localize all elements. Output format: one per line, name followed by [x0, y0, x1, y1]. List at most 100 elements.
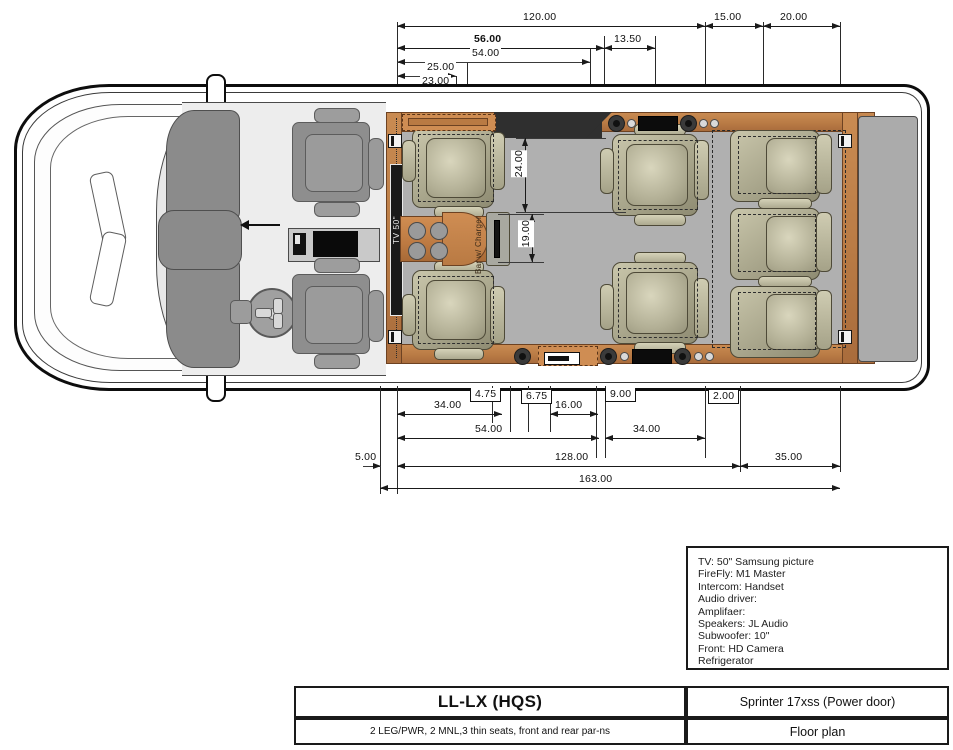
- dimension-label-9: 9.00: [605, 388, 637, 402]
- cab-partition-lower: [166, 256, 240, 368]
- dash-display: [313, 231, 358, 257]
- dimension-line-54b: [397, 438, 599, 439]
- seat-envelope: [738, 136, 816, 194]
- dimension-label-54-top: 54.00: [470, 47, 502, 59]
- seat-base: [314, 202, 360, 217]
- armrest: [368, 290, 384, 342]
- charger-slot: [494, 220, 500, 258]
- arrow-head: [528, 254, 535, 262]
- upper-dark-panel: [494, 112, 602, 138]
- title-block-chassis: Sprinter 17xss (Power door): [686, 686, 949, 718]
- top-dimension-block: 120.00 15.00 20.00 56.00 13.50 54.00 25.…: [0, 0, 953, 110]
- ext-line: [590, 48, 591, 110]
- dimension-line-15: [705, 26, 763, 27]
- title-block-model-name: LL-LX (HQS): [294, 686, 686, 718]
- arrow-head: [763, 22, 771, 29]
- dash-gauge-cluster: [293, 233, 306, 255]
- seat-travel-envelope: [418, 276, 494, 344]
- dimension-line-35: [740, 466, 840, 467]
- seat-travel-envelope: [618, 140, 698, 210]
- rear-door-latch-lower: [838, 330, 852, 344]
- ext-line: [840, 22, 841, 110]
- seat-travel-envelope: [418, 134, 494, 202]
- dimension-line-128: [397, 466, 740, 467]
- arrow-head: [494, 410, 502, 417]
- arrow-head: [740, 462, 748, 469]
- ext-line: [492, 386, 493, 432]
- arrow-head: [591, 434, 599, 441]
- armrest-inner: [600, 148, 614, 194]
- mid-captain-seat-upper: [600, 124, 710, 226]
- light-lower-2: [694, 352, 703, 361]
- light-upper-3: [710, 119, 719, 128]
- seat-cushion: [305, 286, 363, 344]
- arrow-head: [448, 72, 456, 79]
- seat-cushion: [426, 138, 486, 198]
- armrest: [816, 134, 832, 194]
- arrow-head: [705, 22, 713, 29]
- headrest: [314, 108, 360, 123]
- seat-cushion: [626, 272, 688, 334]
- dimension-label-163: 163.00: [577, 473, 615, 485]
- ext-line: [380, 386, 381, 494]
- dimension-label-54b: 54.00: [473, 423, 505, 435]
- dimension-label-34b: 34.00: [631, 423, 663, 435]
- light-upper-2: [699, 119, 708, 128]
- ext-line: [605, 386, 606, 458]
- note-item: Front: HD Camera: [698, 642, 784, 655]
- dimension-line-34b: [605, 438, 705, 439]
- front-captain-seat-upper: [402, 119, 506, 218]
- ext-line: [763, 22, 764, 110]
- dimension-line-34a: [397, 414, 502, 415]
- van-floor-plan: TV 50" Bar w/ Charger: [6, 74, 936, 402]
- arrow-head: [397, 58, 405, 65]
- ext-line: [550, 386, 551, 432]
- dimension-line-19-ref2: [498, 262, 544, 263]
- seat-base: [634, 214, 686, 226]
- dimension-label-120: 120.00: [521, 11, 559, 23]
- arrow-head: [397, 22, 405, 29]
- note-item: Subwoofer: 10": [698, 630, 770, 643]
- dimension-label-20: 20.00: [778, 11, 810, 23]
- vent-upper: [638, 116, 678, 131]
- cup-holder: [408, 222, 426, 240]
- dimension-line-163: [380, 488, 840, 489]
- conversion-cabin: TV 50" Bar w/ Charger: [386, 112, 918, 366]
- rear-bench-seat-1: [730, 126, 840, 209]
- equipment-notes-box: TV: 50" Samsung picture FireFly: M1 Mast…: [686, 546, 949, 670]
- speaker-lower-1: [514, 348, 531, 365]
- note-item: TV: 50" Samsung picture: [698, 556, 814, 568]
- arrow-head: [755, 22, 763, 29]
- rear-door-latch-upper: [838, 134, 852, 148]
- dimension-label-1350: 13.50: [612, 33, 644, 45]
- dimension-line-19-ref: [498, 214, 544, 215]
- cab-seat-driver: [288, 256, 386, 369]
- note-item: FireFly: M1 Master: [698, 568, 786, 581]
- dimension-line-1350: [604, 48, 655, 49]
- seat-base: [314, 258, 360, 273]
- speaker-lower-3: [674, 348, 691, 365]
- ext-line: [705, 22, 706, 110]
- front-captain-seat-lower: [402, 261, 506, 360]
- ext-line: [655, 36, 656, 110]
- arrow-head: [397, 410, 405, 417]
- dimension-line-54-top: [397, 62, 590, 63]
- dimension-line-16: [550, 414, 598, 415]
- title-block-sheet-name: Floor plan: [686, 718, 949, 745]
- steering-spoke: [273, 313, 283, 329]
- dimension-label-16: 16.00: [553, 399, 585, 411]
- headrest: [314, 354, 360, 369]
- armrest: [816, 212, 832, 272]
- arrow-head: [397, 434, 405, 441]
- armrest-inner: [402, 140, 416, 182]
- arrow-head: [697, 434, 705, 441]
- speaker-upper-2: [680, 115, 697, 132]
- seat-cushion: [766, 216, 822, 272]
- dash-callout-pointer: [240, 220, 280, 230]
- title-block-description: 2 LEG/PWR, 2 MNL,3 thin seats, front and…: [294, 718, 686, 745]
- arrow-head: [596, 44, 604, 51]
- dimension-label-35: 35.00: [773, 451, 805, 463]
- dimension-line-24-ref: [516, 138, 606, 139]
- dimension-line-24-ref2: [516, 212, 626, 213]
- armrest: [368, 138, 384, 190]
